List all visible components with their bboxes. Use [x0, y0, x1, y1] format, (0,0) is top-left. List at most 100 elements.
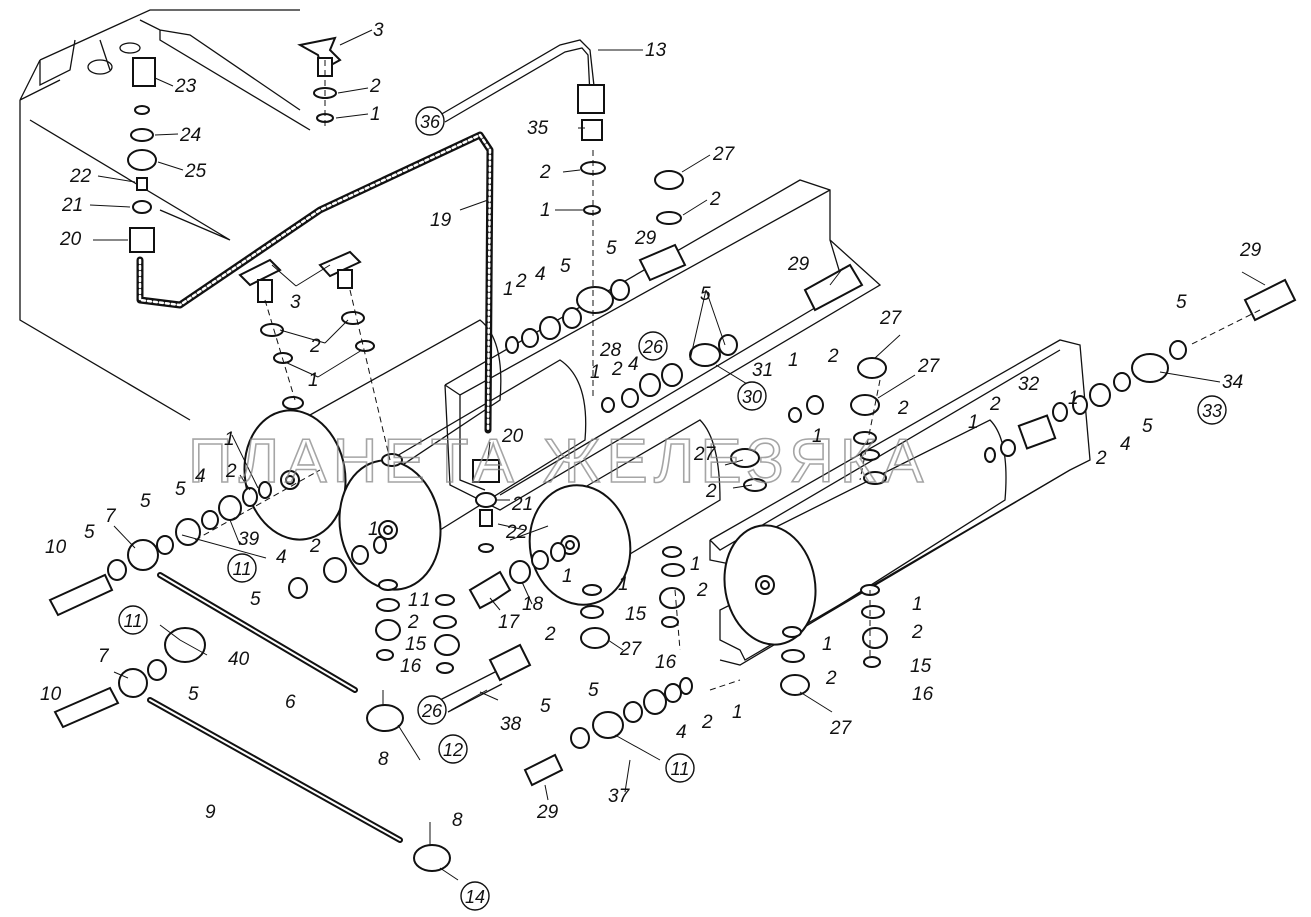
label-16-c10: 16 — [655, 652, 677, 673]
label-1-r1: 1 — [788, 350, 799, 371]
label-32: 32 — [1018, 374, 1040, 395]
label-2-r5: 2 — [1095, 448, 1107, 469]
hose-19 — [136, 131, 494, 434]
label-5-l3: 5 — [84, 522, 95, 543]
circled-ref-12: 12 — [438, 734, 468, 764]
circled-ref-11-left: 11 — [227, 553, 257, 583]
label-4-c3: 4 — [535, 264, 546, 285]
label-2-r2: 2 — [897, 398, 909, 419]
label-5-r5: 5 — [1142, 416, 1153, 437]
label-3-mid: 3 — [290, 292, 301, 313]
label-29-r: 29 — [1239, 240, 1262, 261]
label-29-bottom: 29 — [536, 802, 559, 823]
label-1-c10: 1 — [690, 554, 701, 575]
label-22-left: 22 — [69, 166, 92, 187]
label-37: 37 — [608, 786, 631, 807]
label-9: 9 — [205, 802, 216, 823]
label-1-l1: 1 — [224, 429, 235, 450]
svg-text:14: 14 — [465, 887, 485, 907]
label-29-c2: 29 — [787, 254, 810, 275]
label-2-c7: 2 — [705, 481, 717, 502]
label-6: 6 — [285, 692, 296, 713]
circled-ref-26-bottom: 26 — [417, 695, 447, 725]
label-40: 40 — [228, 649, 250, 670]
svg-text:30: 30 — [742, 387, 762, 407]
label-23: 23 — [174, 76, 197, 97]
label-2-c3: 2 — [515, 271, 527, 292]
label-1-c3: 1 — [503, 279, 514, 300]
label-1-c1: 1 — [540, 200, 551, 221]
tube-13 — [439, 39, 596, 123]
label-5-c5: 5 — [700, 284, 711, 305]
label-5-r3: 5 — [1176, 292, 1187, 313]
circled-ref-36: 36 — [415, 106, 445, 136]
label-5-c11: 5 — [588, 680, 599, 701]
label-31: 31 — [752, 360, 773, 381]
label-24: 24 — [179, 125, 201, 146]
label-20-left: 20 — [59, 229, 82, 250]
label-2-r4: 2 — [989, 394, 1001, 415]
label-21-c: 21 — [511, 494, 533, 515]
label-5-c3: 5 — [560, 256, 571, 277]
label-10-top: 10 — [45, 537, 67, 558]
label-1-c11: 1 — [732, 702, 743, 723]
label-35: 35 — [527, 118, 549, 139]
label-2-r7: 2 — [825, 668, 837, 689]
label-2-l4: 2 — [309, 536, 321, 557]
label-25: 25 — [184, 161, 207, 182]
label-21-left: 21 — [61, 195, 83, 216]
label-4-c11: 4 — [676, 722, 687, 743]
label-2-r1: 2 — [827, 346, 839, 367]
svg-text:11: 11 — [671, 759, 690, 779]
label-2-c11: 2 — [701, 712, 713, 733]
label-2-r6: 2 — [911, 622, 923, 643]
assembly-axes — [194, 60, 1261, 691]
label-7-top: 7 — [105, 506, 117, 527]
label-2-c1: 2 — [539, 162, 551, 183]
label-27-c7: 27 — [693, 444, 717, 465]
fittings — [48, 36, 1297, 872]
label-1-c6: 1 — [590, 362, 601, 383]
label-16-r6: 16 — [912, 684, 934, 705]
label-4-l1: 4 — [195, 466, 206, 487]
label-22-c: 22 — [505, 522, 528, 543]
svg-text:33: 33 — [1202, 401, 1222, 421]
label-28: 28 — [599, 340, 622, 361]
label-2-c8: 2 — [544, 624, 556, 645]
label-1-mid: 1 — [308, 370, 319, 391]
circled-ref-11-bottom: 11 — [665, 753, 695, 783]
label-27-r2: 27 — [917, 356, 941, 377]
label-1-l5: 1 — [408, 590, 419, 611]
label-19: 19 — [430, 210, 452, 231]
circled-ref-26-top: 26 — [638, 331, 668, 361]
rod-9 — [147, 697, 403, 843]
label-1-l6: 1 — [420, 590, 431, 611]
label-1-c9: 1 — [618, 574, 629, 595]
label-15-c10: 15 — [625, 604, 647, 625]
label-34: 34 — [1222, 372, 1243, 393]
label-20-c: 20 — [501, 426, 524, 447]
label-1-r7: 1 — [822, 634, 833, 655]
circled-ref-11-mid: 11 — [118, 605, 148, 635]
label-1-r4: 1 — [1068, 388, 1079, 409]
label-2-l1: 2 — [225, 461, 237, 482]
label-2-c2: 2 — [709, 189, 721, 210]
svg-text:11: 11 — [124, 611, 143, 631]
label-18: 18 — [522, 594, 544, 615]
circled-ref-14: 14 — [460, 881, 490, 911]
label-2-l5: 2 — [407, 612, 419, 633]
rod-6 — [157, 572, 358, 693]
svg-text:11: 11 — [233, 559, 252, 579]
label-4-c6: 4 — [628, 354, 639, 375]
leader-lines — [89, 29, 1266, 881]
label-1-c8: 1 — [562, 566, 573, 587]
svg-text:12: 12 — [443, 740, 463, 760]
label-4-r5: 4 — [1120, 434, 1131, 455]
label-7-bottom: 7 — [98, 646, 110, 667]
label-27-r1: 27 — [879, 308, 903, 329]
label-2-mid: 2 — [309, 336, 321, 357]
label-3-top: 3 — [373, 20, 384, 41]
label-10-bottom: 10 — [40, 684, 62, 705]
label-1-l4: 1 — [368, 519, 379, 540]
